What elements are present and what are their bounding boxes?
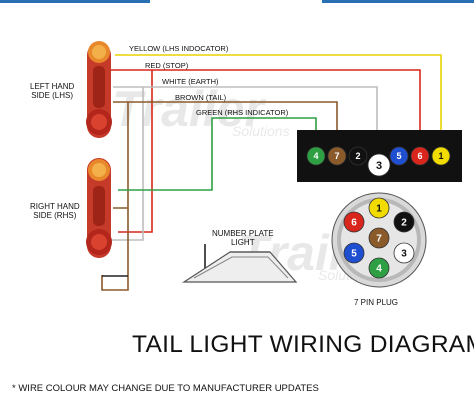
plug-pin-2: 2 — [393, 211, 415, 233]
plug-pin-3-dot — [393, 242, 415, 264]
rhs-label: RIGHT HAND SIDE (RHS) — [30, 202, 80, 220]
terminal-pin-2: 2 — [348, 146, 368, 166]
plug-pin-5-number: 5 — [351, 249, 357, 260]
number-plate-label: NUMBER PLATE LIGHT — [212, 229, 274, 247]
wire-label-brown: BROWN (TAIL) — [175, 93, 227, 102]
plug-pin-1-number: 1 — [376, 204, 382, 215]
terminal-pin-1: 1 — [431, 146, 451, 166]
wire-green — [118, 117, 317, 191]
terminal-pin-1-number: 1 — [438, 151, 443, 161]
terminal-pin-6-dot — [410, 146, 430, 166]
number-plate-label-line2: LIGHT — [231, 238, 255, 247]
watermark-top-brand: Trailer — [112, 81, 266, 137]
plug-pin-6-dot — [343, 211, 365, 233]
plug-pin-1: 1 — [368, 197, 390, 219]
plug-label: 7 PIN PLUG — [354, 298, 399, 307]
diagram-title: TAIL LIGHT WIRING DIAGRAM — [132, 331, 474, 358]
wire-red — [108, 69, 421, 146]
wire-label-white: WHITE (EARTH) — [162, 77, 219, 86]
terminal-pin-3-dot — [367, 153, 391, 177]
plug-pin-2-number: 2 — [401, 218, 407, 229]
rhs-tail-light — [86, 158, 112, 258]
top-accent-bar-left — [0, 0, 150, 3]
terminal-pin-7-number: 7 — [334, 151, 339, 161]
plug-pin-3: 3 — [393, 242, 415, 264]
terminal-pin-3-number: 3 — [376, 160, 382, 172]
wire-label-green: GREEN (RHS INDICATOR) — [196, 108, 289, 117]
plug-pin-2-dot — [393, 211, 415, 233]
rhs-label-line2: SIDE (RHS) — [33, 211, 77, 220]
wire-white-rhs — [108, 87, 144, 241]
plug-pin-3-number: 3 — [401, 249, 407, 260]
rhs-label-line1: RIGHT HAND — [30, 202, 80, 211]
top-accent-bar-right — [322, 0, 474, 3]
terminal-pin-3: 3 — [367, 153, 391, 177]
terminal-pin-6: 6 — [410, 146, 430, 166]
terminal-pin-7: 7 — [327, 146, 347, 166]
plug-pins: 1 2 3 4 5 6 7 — [343, 197, 415, 279]
wire-label-yellow: YELLOW (LHS INDOCATOR) — [129, 44, 229, 53]
plug-pin-4-number: 4 — [376, 264, 382, 275]
terminal-pin-2-dot — [348, 146, 368, 166]
terminal-pin-1-dot — [431, 146, 451, 166]
number-plate-label-line1: NUMBER PLATE — [212, 229, 274, 238]
terminal-pin-5: 5 — [389, 146, 409, 166]
wire-label-red: RED (STOP) — [145, 61, 189, 70]
wire-red-rhs — [118, 70, 153, 233]
watermark-top-sub: Solutions — [232, 123, 290, 139]
plug-pin-1-dot — [368, 197, 390, 219]
plug-pin-7-number: 7 — [376, 234, 382, 245]
footnote: * WIRE COLOUR MAY CHANGE DUE TO MANUFACT… — [12, 383, 319, 394]
wire-brown-plate — [101, 208, 129, 291]
lhs-label-line2: SIDE (LHS) — [31, 91, 74, 100]
plug-pin-4: 4 — [368, 257, 390, 279]
terminal-pins: 4 7 2 3 5 6 1 — [306, 146, 451, 177]
terminal-pin-5-dot — [389, 146, 409, 166]
number-plate-light — [181, 251, 298, 283]
plug-pin-6-number: 6 — [351, 218, 357, 229]
terminal-pin-4-number: 4 — [313, 151, 318, 161]
plug-pin-4-dot — [368, 257, 390, 279]
watermark-top: Trailer Solutions — [112, 81, 290, 139]
terminal-pin-2-number: 2 — [355, 151, 360, 161]
terminal-pin-4: 4 — [306, 146, 326, 166]
lhs-label: LEFT HAND SIDE (LHS) — [30, 82, 74, 100]
plug-pin-7-dot — [368, 227, 390, 249]
wire-yellow — [115, 54, 442, 146]
terminal-pin-4-dot — [306, 146, 326, 166]
plug-pin-6: 6 — [343, 211, 365, 233]
plug-pin-5: 5 — [343, 242, 365, 264]
terminal-pin-5-number: 5 — [396, 151, 401, 161]
terminal-pin-7-dot — [327, 146, 347, 166]
lhs-label-line1: LEFT HAND — [30, 82, 75, 91]
terminal-pin-6-number: 6 — [417, 151, 422, 161]
plug-pin-7: 7 — [368, 227, 390, 249]
lhs-tail-light — [86, 41, 112, 138]
plug-pin-5-dot — [343, 242, 365, 264]
